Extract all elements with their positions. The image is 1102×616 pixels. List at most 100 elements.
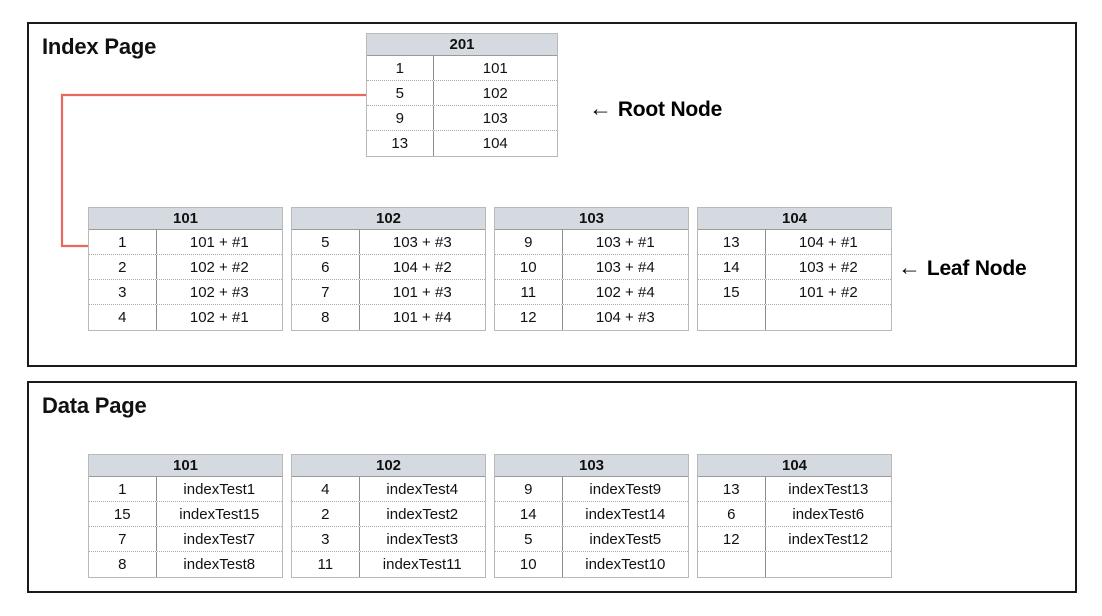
node-body: 1 101 5 102 9 103 13 104 <box>367 56 557 156</box>
cell-key: 3 <box>89 280 157 304</box>
table-row: 4 indexTest4 <box>292 477 485 502</box>
cell-value: indexTest13 <box>788 481 869 498</box>
cell-value <box>766 305 891 330</box>
cell-key: 10 <box>495 552 563 577</box>
cell-key: 8 <box>292 305 360 330</box>
table-row: 1 101 + #1 <box>89 230 282 255</box>
cell-key: 3 <box>292 527 360 551</box>
leaf-node-annotation: ←Leaf Node <box>898 254 1027 281</box>
cell-value: indexTest6 <box>792 506 865 523</box>
table-row: 1 101 <box>367 56 557 81</box>
cell-value: indexTest3 <box>386 531 459 548</box>
table-row: 8 indexTest8 <box>89 552 282 577</box>
table-row: 8 101 + #4 <box>292 305 485 330</box>
table-row <box>698 305 891 330</box>
cell-value: 102 + #1 <box>189 309 249 326</box>
node-header: 101 <box>89 208 282 230</box>
cell-value: 102 + #4 <box>595 284 655 301</box>
cell-value: indexTest14 <box>585 506 666 523</box>
cell-key: 7 <box>292 280 360 304</box>
node-header: 102 <box>292 455 485 477</box>
cell-key: 2 <box>292 502 360 526</box>
cell-value: indexTest8 <box>183 556 256 573</box>
node-header: 104 <box>698 208 891 230</box>
cell-value: indexTest4 <box>386 481 459 498</box>
cell-key: 11 <box>495 280 563 304</box>
cell-value: 102 + #2 <box>189 259 249 276</box>
cell-key: 14 <box>698 255 766 279</box>
node-header: 103 <box>495 208 688 230</box>
table-row <box>698 552 891 577</box>
left-arrow-icon: ← <box>898 254 921 280</box>
index-root-node-201: 201 1 101 5 102 9 103 13 104 <box>366 33 558 157</box>
cell-key: 8 <box>89 552 157 577</box>
cell-value: 104 + #3 <box>595 309 655 326</box>
index-page-title: Index Page <box>42 34 157 59</box>
cell-key: 2 <box>89 255 157 279</box>
cell-key: 13 <box>698 230 766 254</box>
leaf-node-annotation-label: Leaf Node <box>926 257 1027 280</box>
table-row: 3 indexTest3 <box>292 527 485 552</box>
cell-value: indexTest5 <box>589 531 662 548</box>
cell-value: indexTest10 <box>585 556 666 573</box>
cell-key: 5 <box>367 81 434 105</box>
cell-key: 9 <box>367 106 434 130</box>
cell-value: 101 + #3 <box>392 284 452 301</box>
node-header: 104 <box>698 455 891 477</box>
cell-value <box>766 552 891 577</box>
cell-value: 103 + #2 <box>798 259 858 276</box>
cell-key: 1 <box>89 477 157 501</box>
cell-value: 101 + #4 <box>392 309 452 326</box>
table-row: 9 103 + #1 <box>495 230 688 255</box>
node-header: 201 <box>367 34 557 56</box>
cell-key: 9 <box>495 230 563 254</box>
cell-key: 12 <box>495 305 563 330</box>
cell-key: 1 <box>89 230 157 254</box>
cell-value: 102 <box>482 85 508 102</box>
cell-key: 10 <box>495 255 563 279</box>
cell-value: 101 + #1 <box>189 234 249 251</box>
cell-key: 1 <box>367 56 434 80</box>
cell-value: 103 <box>482 110 508 127</box>
node-header: 101 <box>89 455 282 477</box>
cell-key: 4 <box>292 477 360 501</box>
cell-value: indexTest12 <box>788 531 869 548</box>
cell-key: 15 <box>89 502 157 526</box>
table-row: 5 indexTest5 <box>495 527 688 552</box>
table-row: 7 101 + #3 <box>292 280 485 305</box>
table-row: 14 103 + #2 <box>698 255 891 280</box>
cell-value: 103 + #1 <box>595 234 655 251</box>
table-row: 11 102 + #4 <box>495 280 688 305</box>
table-row: 6 indexTest6 <box>698 502 891 527</box>
cell-key: 5 <box>495 527 563 551</box>
cell-key: 6 <box>292 255 360 279</box>
cell-value: 102 + #3 <box>189 284 249 301</box>
cell-value: 104 <box>482 135 508 152</box>
cell-key: 13 <box>367 131 434 156</box>
cell-key: 6 <box>698 502 766 526</box>
cell-value: 101 <box>482 60 508 77</box>
left-arrow-icon: ← <box>589 95 612 121</box>
table-row: 9 103 <box>367 106 557 131</box>
cell-key: 5 <box>292 230 360 254</box>
cell-value: indexTest9 <box>589 481 662 498</box>
cell-value: indexTest7 <box>183 531 256 548</box>
